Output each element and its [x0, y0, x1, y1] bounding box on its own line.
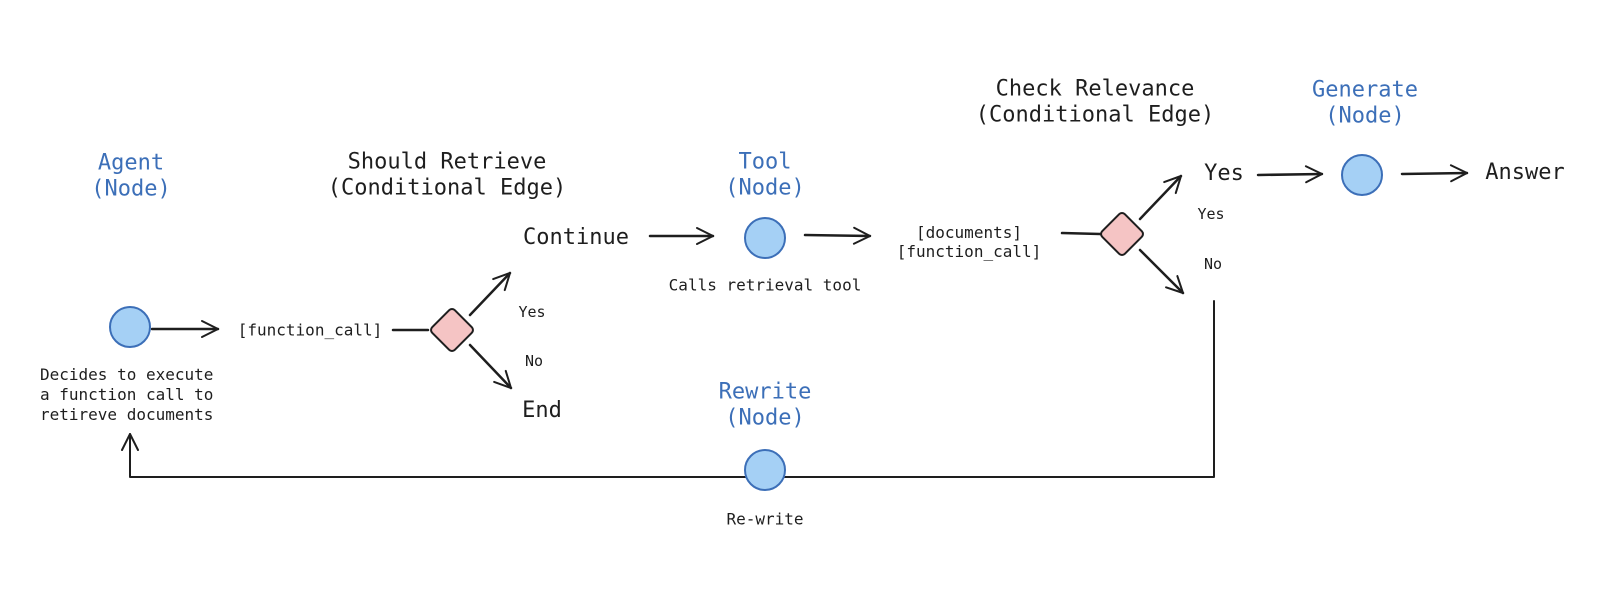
- arrows: [121, 164, 1469, 478]
- rewrite-node-title: Rewrite (Node): [718, 379, 812, 431]
- check-relevance-diamond[interactable]: [1099, 211, 1144, 256]
- arrow-should-retrieve-yes: [468, 271, 512, 317]
- tool-node-title: Tool (Node): [725, 149, 805, 201]
- agent-node-circle[interactable]: [109, 306, 151, 348]
- tool-node-circle[interactable]: [744, 217, 786, 259]
- check-relevance-title: Check Relevance (Conditional Edge): [975, 76, 1215, 128]
- generate-node-title: Generate (Node): [1312, 77, 1418, 129]
- connector-documents-to-check-relevance: [1060, 231, 1102, 236]
- continue-label: Continue: [523, 224, 629, 250]
- should-retrieve-yes-label: Yes: [518, 303, 546, 321]
- arrow-generate-to-answer: [1400, 164, 1469, 183]
- decisions: [429, 211, 1144, 352]
- check-relevance-yes-label: Yes: [1197, 205, 1225, 223]
- agent-node-title: Agent (Node): [91, 150, 171, 202]
- arrow-rewrite-loop-back-to-agent: [121, 300, 1215, 478]
- arrow-should-retrieve-no: [468, 343, 513, 390]
- tool-node-caption: Calls retrieval tool: [668, 275, 862, 295]
- generate-node-circle[interactable]: [1341, 154, 1383, 196]
- should-retrieve-diamond[interactable]: [429, 307, 474, 352]
- arrow-check-relevance-yes: [1138, 174, 1183, 221]
- should-retrieve-no-label: No: [524, 352, 544, 370]
- function-call-label: [function_call]: [237, 320, 383, 340]
- nodes: [109, 154, 1383, 491]
- end-label: End: [522, 397, 562, 423]
- rewrite-node-circle[interactable]: [744, 449, 786, 491]
- documents-function-call-label: [documents] [function_call]: [896, 222, 1042, 261]
- agent-node-caption: Decides to execute a function call to re…: [40, 365, 214, 424]
- check-relevance-no-label: No: [1203, 255, 1223, 273]
- yes-outcome-label: Yes: [1204, 160, 1244, 186]
- answer-label: Answer: [1485, 159, 1565, 185]
- should-retrieve-title: Should Retrieve (Conditional Edge): [327, 149, 567, 201]
- rewrite-node-caption: Re-write: [726, 509, 804, 529]
- arrow-check-relevance-no: [1138, 248, 1185, 295]
- arrow-tool-to-documents: [803, 226, 872, 245]
- arrow-yes-to-generate: [1256, 165, 1324, 184]
